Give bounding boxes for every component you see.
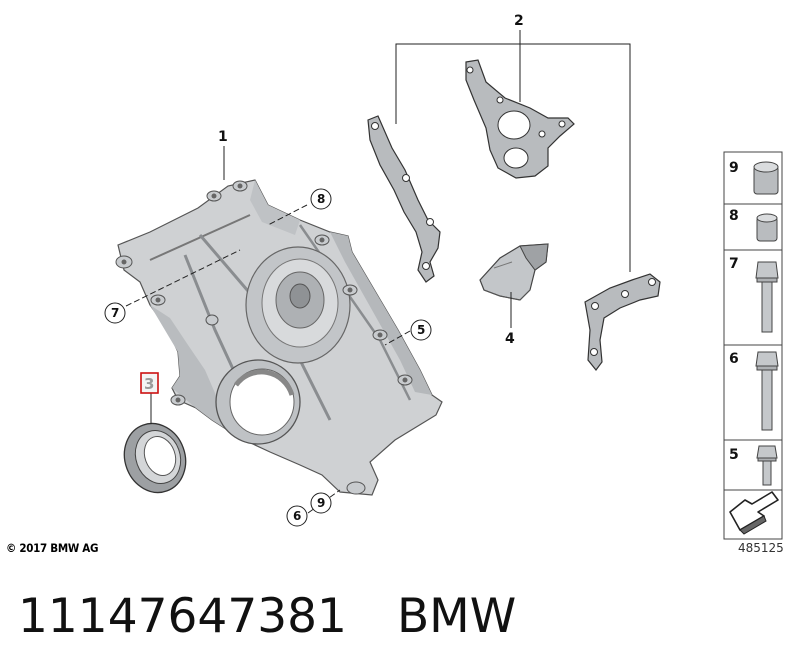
callout-4[interactable]: 4 xyxy=(505,331,515,347)
sidebar-item-5[interactable]: 5 xyxy=(729,445,778,486)
sidebar-item-8[interactable]: 8 xyxy=(729,208,778,242)
callout-6[interactable]: 6 xyxy=(293,509,301,523)
bushing-small-icon xyxy=(756,213,778,242)
callout-5[interactable]: 5 xyxy=(417,323,425,337)
sidebar-number-5: 5 xyxy=(729,447,739,463)
callout-1[interactable]: 1 xyxy=(218,129,228,145)
guide-part-illustration xyxy=(479,243,549,301)
timing-cover-illustration xyxy=(115,179,443,496)
part-info: 11147647381 BMW xyxy=(18,589,516,645)
callout-7-circle[interactable]: 7 xyxy=(104,302,126,324)
callout-9[interactable]: 9 xyxy=(317,496,325,510)
callout-5-circle[interactable]: 5 xyxy=(410,319,432,341)
sidebar-item-7[interactable]: 7 xyxy=(729,256,779,333)
callout-9-circle[interactable]: 9 xyxy=(310,492,332,514)
sidebar-item-6[interactable]: 6 xyxy=(729,351,779,431)
callout-3[interactable]: 3 xyxy=(144,375,154,393)
gasket-top-illustration xyxy=(465,59,575,179)
callout-7[interactable]: 7 xyxy=(111,306,119,320)
gasket-left-illustration xyxy=(367,115,441,283)
brand-name: BMW xyxy=(396,589,517,644)
direction-arrow-icon xyxy=(729,491,779,535)
callout-8-circle[interactable]: 8 xyxy=(310,188,332,210)
copyright-text: © 2017 BMW AG xyxy=(6,541,99,555)
callout-2[interactable]: 2 xyxy=(514,13,524,29)
bolt-long-icon xyxy=(755,261,779,333)
bolt-long-icon xyxy=(755,351,779,431)
part-number: 11147647381 xyxy=(18,589,347,644)
bushing-large-icon xyxy=(753,161,779,195)
parts-sidebar: 9 8 7 6 xyxy=(723,151,783,540)
callout-3-highlight-box[interactable] xyxy=(140,372,159,394)
sidebar-number-9: 9 xyxy=(729,160,739,176)
image-number: 485125 xyxy=(738,541,784,555)
bolt-short-icon xyxy=(756,445,778,486)
sidebar-number-6: 6 xyxy=(729,351,739,367)
callout-6-circle[interactable]: 6 xyxy=(286,505,308,527)
crankshaft-seal-illustration xyxy=(123,422,187,494)
parts-diagram: 1 2 4 3 8 7 5 9 6 9 xyxy=(104,13,783,540)
sidebar-item-9[interactable]: 9 xyxy=(729,160,779,195)
callout-8[interactable]: 8 xyxy=(317,192,325,206)
sidebar-number-8: 8 xyxy=(729,208,739,224)
sidebar-number-7: 7 xyxy=(729,256,739,272)
gasket-right-illustration xyxy=(584,273,661,371)
